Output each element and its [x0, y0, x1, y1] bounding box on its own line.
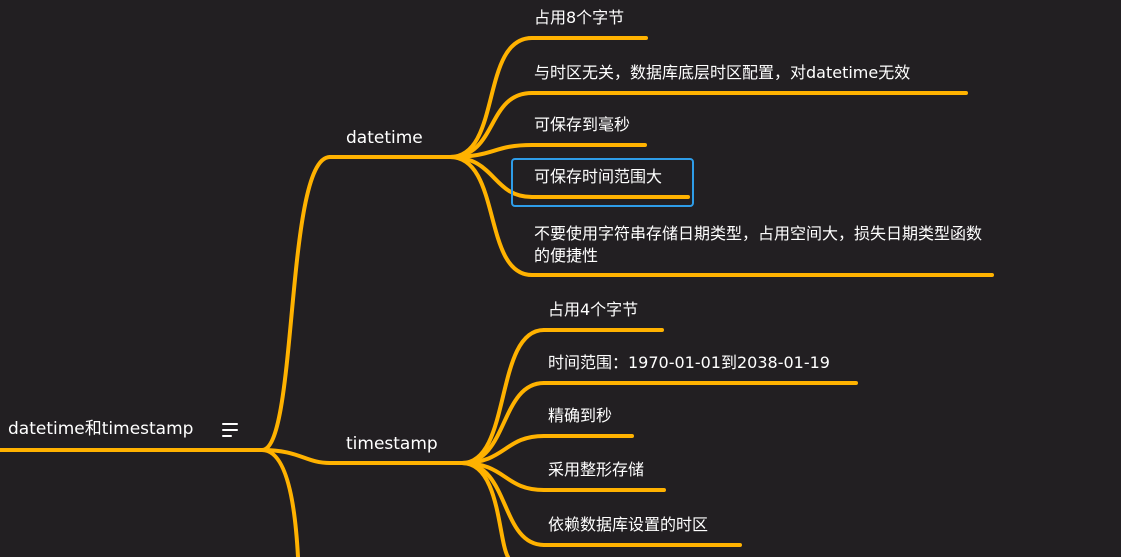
timestamp-item-2[interactable]: 时间范围：1970-01-01到2038-01-19: [548, 353, 830, 372]
timestamp-child-6-connector: [460, 461, 510, 557]
timestamp-branch-label[interactable]: timestamp: [346, 434, 438, 454]
root-to-timestamp-connector: [260, 448, 332, 465]
timestamp-child-2-connector: [460, 381, 546, 465]
datetime-item-4[interactable]: 可保存时间范围大: [534, 167, 663, 186]
datetime-item-5[interactable]: 不要使用字符串存储日期类型，占用空间大，损失日期类型函数的便捷性: [534, 224, 983, 265]
selected-node-highlight: [511, 158, 694, 207]
datetime-child-2-connector: [448, 91, 534, 159]
root-lower-connector: [260, 448, 300, 557]
datetime-item-3[interactable]: 可保存到毫秒: [534, 115, 631, 134]
root-to-datetime-connector: [260, 155, 332, 452]
root-node-label[interactable]: datetime和timestamp: [8, 419, 194, 439]
datetime-branch-label[interactable]: datetime: [346, 128, 423, 148]
menu-lines-icon[interactable]: [222, 423, 238, 437]
timestamp-item-1[interactable]: 占用4个字节: [548, 300, 639, 319]
timestamp-child-1-connector: [460, 328, 546, 465]
datetime-item-1[interactable]: 占用8个字节: [534, 8, 625, 27]
datetime-child-1-connector: [448, 36, 534, 159]
datetime-child-5-connector: [448, 155, 534, 277]
datetime-item-2[interactable]: 与时区无关，数据库底层时区配置，对datetime无效: [534, 63, 911, 82]
timestamp-item-3[interactable]: 精确到秒: [548, 406, 613, 425]
timestamp-item-4[interactable]: 采用整形存储: [548, 460, 645, 479]
timestamp-item-5[interactable]: 依赖数据库设置的时区: [548, 515, 709, 534]
datetime-child-3-connector: [448, 143, 534, 159]
